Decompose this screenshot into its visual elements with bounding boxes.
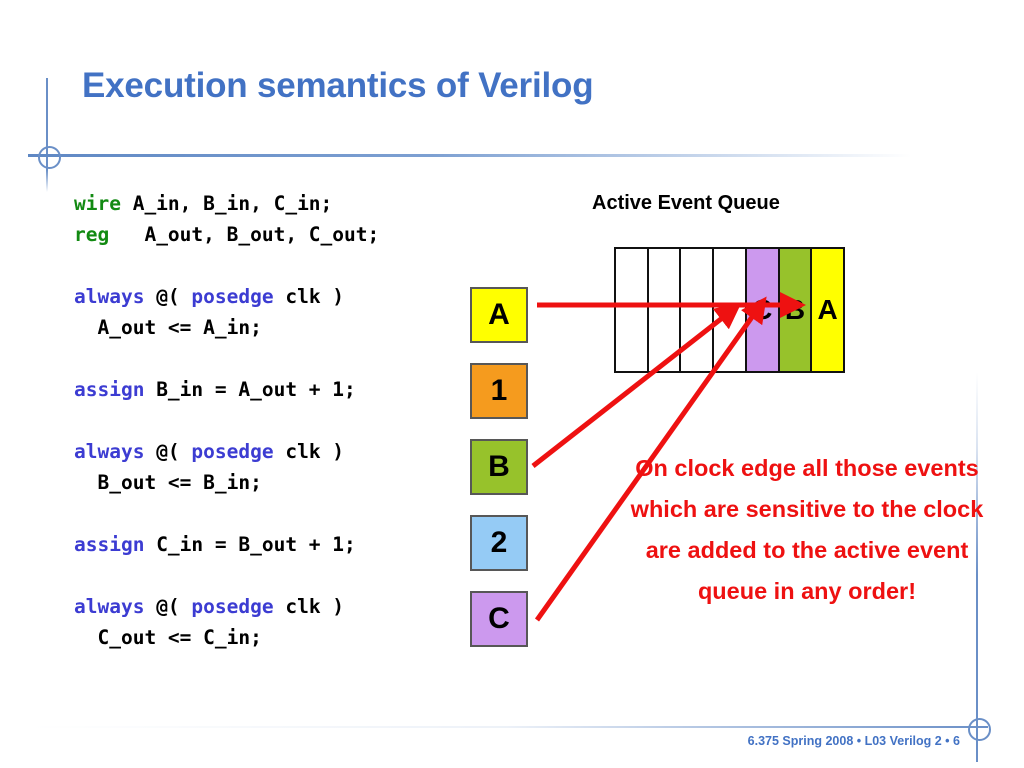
code-token: @( [156,440,192,463]
event-box-label: 2 [490,526,508,559]
code-line: always @( posedge clk ) [74,436,379,467]
code-token: posedge [191,440,286,463]
code-line: assign B_in = A_out + 1; [74,374,379,405]
queue-cell-c: C [746,249,780,371]
code-line: reg A_out, B_out, C_out; [74,219,379,250]
code-token: assign [74,378,157,401]
decorative-vertical-line-left-fade [46,170,48,192]
event-box-label: 1 [490,374,508,407]
queue-cell-label: C [752,294,773,325]
code-line [74,250,379,281]
decorative-vertical-line-left [46,78,48,170]
code-line: B_out <= B_in; [74,467,379,498]
verilog-code-block: wire A_in, B_in, C_in;reg A_out, B_out, … [74,188,379,653]
code-token: @( [156,595,192,618]
code-line [74,343,379,374]
event-box-a: A [470,287,528,343]
queue-cell-empty [648,249,682,371]
queue-cell-label: A [817,294,838,325]
event-box-label: B [488,450,510,483]
queue-cell-empty [714,249,747,371]
code-token: B_out <= B_in; [74,471,262,494]
code-token: B_in = A_out + 1; [156,378,356,401]
code-token: C_out <= C_in; [74,626,262,649]
code-token: C_in = B_out + 1; [156,533,356,556]
event-box-c: C [470,591,528,647]
code-line [74,498,379,529]
code-token: posedge [191,285,286,308]
queue-cell-label: B [784,294,806,325]
code-token: wire [74,192,133,215]
callout-text: On clock edge all those events which are… [630,455,984,604]
code-token: assign [74,533,157,556]
decorative-circle-bottom-right [968,718,991,741]
code-token: A_in, B_in, C_in; [132,192,333,215]
event-box-b: B [470,439,528,495]
code-token: @( [156,285,192,308]
page-title: Execution semantics of Verilog [82,66,594,105]
event-box-2: 2 [470,515,528,571]
event-box-1: 1 [470,363,528,419]
code-line [74,405,379,436]
queue-cell-a: A [812,249,844,371]
code-token: clk ) [285,595,345,618]
event-box-label: A [488,298,510,331]
code-token: clk ) [285,285,345,308]
queue-cell-empty [616,249,649,371]
code-line [74,560,379,591]
decorative-circle-top-left [38,146,61,169]
queue-cell-empty [681,249,715,371]
code-token: clk ) [285,440,345,463]
code-token: always [74,595,157,618]
decorative-horizontal-line-top [28,154,988,157]
active-event-queue-label: Active Event Queue [592,192,780,214]
code-line: assign C_in = B_out + 1; [74,529,379,560]
code-token: posedge [191,595,286,618]
slide-footer: 6.375 Spring 2008 • L03 Verilog 2 • 6 [747,734,960,748]
code-token: always [74,440,157,463]
decorative-vertical-line-right-lower [976,722,978,762]
code-line: always @( posedge clk ) [74,591,379,622]
code-token: A_out, B_out, C_out; [120,223,380,246]
code-token: always [74,285,157,308]
code-token: reg [74,223,121,246]
code-line: C_out <= C_in; [74,622,379,653]
code-line: A_out <= A_in; [74,312,379,343]
decorative-horizontal-line-bottom [28,726,988,728]
code-line: wire A_in, B_in, C_in; [74,188,379,219]
event-box-label: C [488,602,510,635]
code-token: A_out <= A_in; [74,316,262,339]
queue-cell-b: B [779,249,813,371]
code-line: always @( posedge clk ) [74,281,379,312]
